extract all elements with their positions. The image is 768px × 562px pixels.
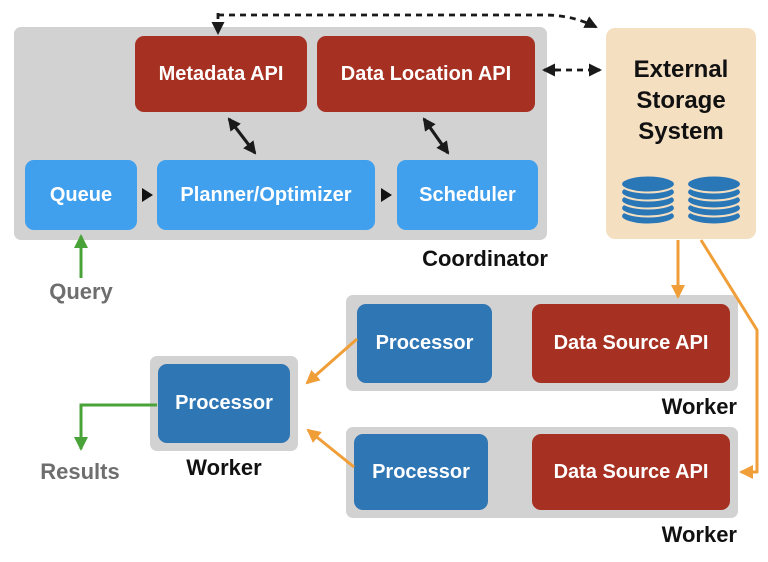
processor-middle-label: Processor xyxy=(375,332,474,354)
processor-middle-box: Processor xyxy=(357,304,492,383)
coordinator-label: Coordinator xyxy=(422,246,548,271)
data-source-api-middle-box: Data Source API xyxy=(532,304,730,383)
results-label: Results xyxy=(40,459,120,484)
scheduler-box: Scheduler xyxy=(397,160,538,230)
queue-box: Queue xyxy=(25,160,137,230)
data-source-api-bottom-label: Data Source API xyxy=(553,460,709,483)
data-location-api-box: Data Location API xyxy=(317,36,535,112)
external-storage-label: External Storage System xyxy=(633,56,729,145)
worker-bottom-label: Worker xyxy=(661,522,737,547)
metadata-api-box: Metadata API xyxy=(135,36,307,112)
processor-left-box: Processor xyxy=(158,364,290,443)
data-location-api-label: Data Location API xyxy=(340,62,512,85)
planner-optimizer-label: Planner/Optimizer xyxy=(180,183,352,206)
query-label: Query xyxy=(49,279,113,304)
metadata-api-label: Metadata API xyxy=(158,62,284,85)
scheduler-label: Scheduler xyxy=(419,183,516,206)
data-source-api-middle-label: Data Source API xyxy=(553,332,709,354)
database-icon xyxy=(620,174,742,226)
processor-left-label: Processor xyxy=(175,392,273,414)
processor-bottom-label: Processor xyxy=(372,460,470,483)
planner-optimizer-box: Planner/Optimizer xyxy=(157,160,375,230)
processor-bottom-box: Processor xyxy=(354,434,488,510)
worker-left-label: Worker xyxy=(186,455,262,480)
queue-label: Queue xyxy=(49,183,113,206)
data-source-api-bottom-box: Data Source API xyxy=(532,434,730,510)
green-arrow-results xyxy=(74,403,157,451)
external-storage-box: External Storage System xyxy=(606,28,756,239)
worker-middle-label: Worker xyxy=(661,394,737,419)
